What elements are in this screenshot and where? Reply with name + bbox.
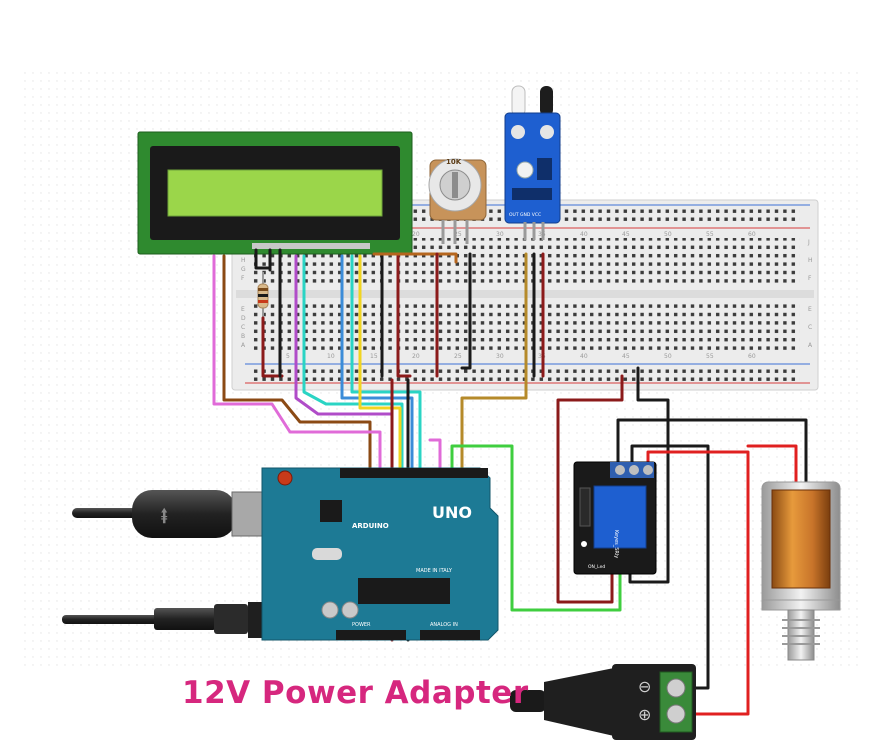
column-number: 50: [664, 353, 672, 360]
row-letter: C: [241, 324, 245, 331]
row-letter: E: [241, 306, 245, 313]
column-number: 10: [327, 353, 335, 360]
solenoid-lock: [761, 481, 841, 661]
row-letter: H: [808, 257, 813, 264]
row-letter: H: [241, 257, 246, 264]
wire-black: [628, 366, 670, 584]
relay-module: Keyes_SRly ON_Led: [573, 461, 657, 575]
reset-button: [277, 470, 293, 486]
wire-black: [630, 444, 710, 690]
potentiometer: 10K: [428, 158, 487, 244]
wire-black: [616, 418, 808, 484]
wire-cyan: [302, 254, 404, 476]
row-letter: J: [807, 239, 810, 246]
row-letter: A: [808, 342, 813, 349]
row-letter: D: [241, 315, 246, 322]
wire-black: [460, 252, 472, 370]
row-letter: B: [241, 333, 245, 340]
column-number: 20: [412, 353, 420, 360]
wire-green: [450, 444, 622, 612]
analog-header: [420, 630, 480, 640]
digital-header: [340, 468, 488, 478]
wire-cyan: [350, 254, 422, 476]
barrel-plug-cable: [62, 602, 298, 638]
ir-receiver: [540, 86, 553, 116]
potentiometer-label: 10K: [446, 158, 462, 166]
column-number: 55: [706, 231, 714, 238]
row-letter: F: [241, 275, 245, 282]
wire-pink: [428, 438, 442, 476]
arduino-logo: UNO: [432, 503, 472, 522]
row-letter: A: [241, 342, 246, 349]
analog-in-label: ANALOG IN: [430, 622, 458, 628]
column-number: 15: [370, 353, 378, 360]
ir-sensor: OUT GND VCC: [504, 85, 561, 240]
power-header: [336, 630, 406, 640]
ir-pin-labels: OUT GND VCC: [509, 212, 541, 218]
column-number: 25: [454, 353, 462, 360]
resistor: [257, 272, 269, 318]
column-number: 60: [748, 353, 756, 360]
lcd-pin-header: [252, 243, 370, 249]
row-letter: C: [808, 324, 812, 331]
wire-yellow: [358, 254, 402, 476]
column-number: 45: [622, 353, 630, 360]
column-number: 40: [580, 353, 588, 360]
dc-jack-adapter: ⊖ ⊕: [510, 664, 696, 740]
column-number: 20: [412, 231, 420, 238]
power-label: POWER: [352, 622, 371, 628]
column-number: 60: [748, 231, 756, 238]
wires: [212, 248, 808, 716]
relay-brand: Keyes_SRly: [613, 530, 619, 558]
column-number: 50: [664, 231, 672, 238]
wire-blue: [340, 254, 414, 476]
wire-red: [396, 252, 412, 378]
column-number: 30: [496, 353, 504, 360]
column-number: 30: [496, 231, 504, 238]
usb-symbol-icon: ⭻: [160, 502, 168, 530]
relay-led: [581, 541, 587, 547]
atmega-chip: [358, 578, 450, 604]
row-letter: F: [808, 275, 812, 282]
wire-pink: [212, 254, 382, 476]
minus-symbol-icon: ⊖: [638, 677, 651, 696]
wire-red: [746, 444, 798, 484]
row-letter: E: [808, 306, 812, 313]
lcd-display: [137, 131, 413, 255]
wire-red: [646, 450, 750, 716]
wire-red: [556, 374, 624, 604]
wire-orange: [372, 252, 458, 264]
wire-black: [254, 248, 270, 270]
row-letter: G: [241, 266, 246, 273]
made-in-label: MADE IN ITALY: [416, 568, 453, 574]
plus-symbol-icon: ⊕: [638, 705, 651, 724]
ir-emitter: [511, 85, 526, 117]
column-number: 25: [454, 231, 462, 238]
wire-gold: [460, 252, 528, 476]
column-number: 45: [622, 231, 630, 238]
wire-red: [261, 316, 284, 378]
arduino-brand: ARDUINO: [352, 522, 389, 530]
relay-coil-box: [593, 485, 647, 549]
lcd-screen: [167, 169, 383, 217]
arduino-uno: UNO ARDUINO MADE IN ITALY ANALOG IN POWE…: [261, 467, 499, 641]
power-adapter-caption: 12V Power Adapter: [182, 675, 529, 711]
column-number: 40: [580, 231, 588, 238]
column-number: 5: [286, 353, 290, 360]
relay-led-label: ON_Led: [588, 564, 605, 570]
column-number: 55: [706, 353, 714, 360]
